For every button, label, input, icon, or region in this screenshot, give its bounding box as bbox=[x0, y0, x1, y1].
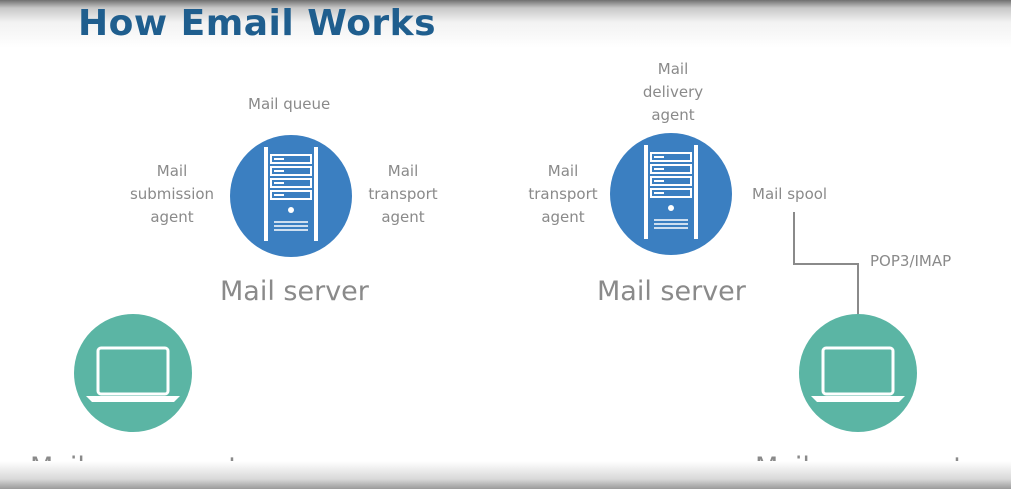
left-mail-server-label: Mail server bbox=[220, 276, 369, 307]
slide-title: How Email Works bbox=[78, 3, 437, 44]
mail-spool-label: Mail spool bbox=[752, 185, 828, 203]
left-server-right-label: Mail transport agent bbox=[368, 162, 438, 226]
server-rack-icon bbox=[264, 147, 318, 241]
right-mail-server-label: Mail server bbox=[597, 276, 746, 307]
left-mail-server-node bbox=[230, 135, 352, 257]
bottom-shadow bbox=[0, 461, 1011, 489]
laptop-icon bbox=[86, 346, 180, 402]
right-mail-server-node bbox=[610, 133, 732, 255]
right-server-left-label: Mail transport agent bbox=[528, 162, 598, 226]
pop3-imap-label: POP3/IMAP bbox=[870, 252, 952, 270]
server-rack-icon bbox=[644, 145, 698, 239]
top-shadow bbox=[0, 0, 1011, 50]
right-mail-user-agent-node bbox=[799, 314, 917, 432]
laptop-icon bbox=[811, 346, 905, 402]
left-server-left-label: Mail submission agent bbox=[129, 162, 215, 226]
left-server-top-label: Mail queue bbox=[248, 95, 331, 113]
left-mail-user-agent-node bbox=[74, 314, 192, 432]
right-server-top-label: Mail delivery agent bbox=[642, 60, 704, 124]
